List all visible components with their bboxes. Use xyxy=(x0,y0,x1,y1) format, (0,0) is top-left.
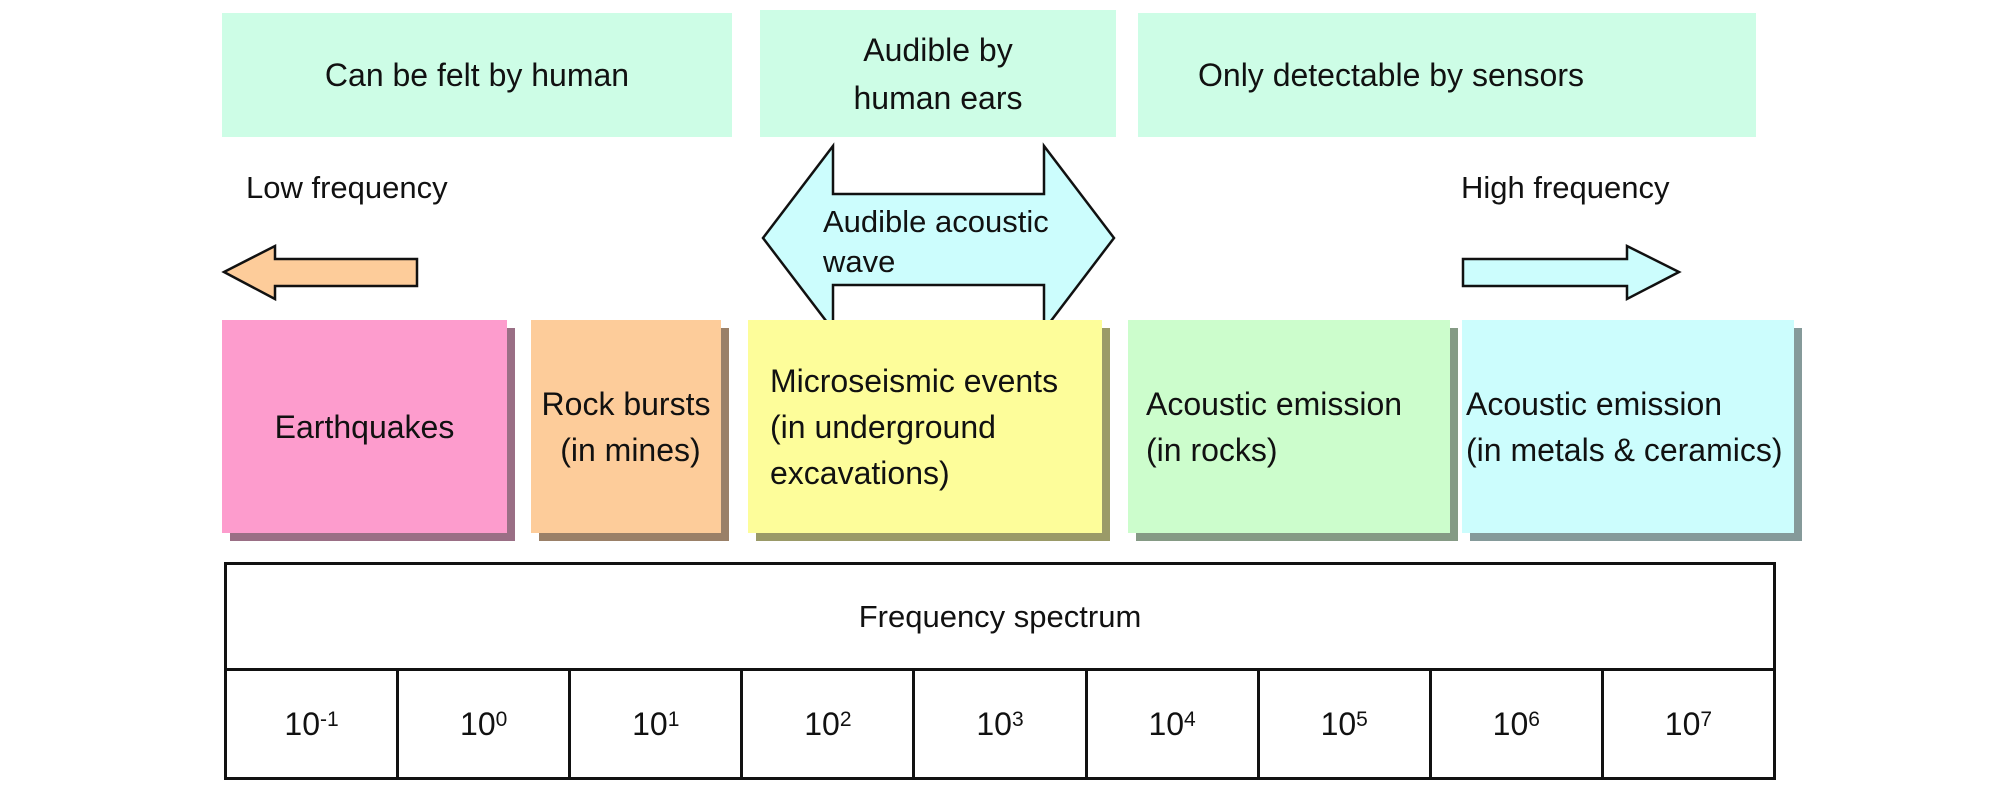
spectrum-cell-base: 10 xyxy=(1664,705,1701,742)
acoustic-rocks-box: Acoustic emission (in rocks) xyxy=(1128,320,1450,533)
spectrum-cell-base: 10 xyxy=(460,705,496,742)
spectrum-cell-exponent: 1 xyxy=(667,708,680,731)
high-frequency-arrow xyxy=(1461,243,1682,302)
spectrum-cell: 10-1 xyxy=(227,671,400,777)
audible-acoustic-wave-arrow xyxy=(761,142,1116,334)
audible-arrow-line-2: wave xyxy=(823,244,896,279)
spectrum-cell-base: 10 xyxy=(1320,705,1357,742)
earthquakes-label: Earthquakes xyxy=(274,408,455,445)
spectrum-cell-base: 10 xyxy=(632,705,668,742)
acoustic-metals-box: Acoustic emission (in metals & ceramics) xyxy=(1462,320,1794,533)
spectrum-cell-exponent: 6 xyxy=(1528,708,1540,731)
audible-arrow-line-1: Audible acoustic xyxy=(823,204,1049,239)
audible-arrow-label: Audible acoustic wave xyxy=(823,202,1049,282)
microseismic-line-3: excavations) xyxy=(770,454,950,491)
spectrum-cell-base: 10 xyxy=(976,705,1012,742)
earthquakes-box: Earthquakes xyxy=(222,320,507,533)
low-frequency-arrow xyxy=(221,243,419,302)
spectrum-cell-exponent: 3 xyxy=(1011,708,1024,731)
microseismic-line-1: Microseismic events xyxy=(770,362,1059,399)
spectrum-cell-exponent: -1 xyxy=(320,708,339,731)
rock-bursts-line-2: (in mines) xyxy=(551,431,701,468)
spectrum-cell-exponent: 0 xyxy=(495,708,508,731)
rock-bursts-line-1: Rock bursts xyxy=(541,385,711,422)
acoustic-rocks-line-1: Acoustic emission xyxy=(1146,385,1403,422)
banner-audible-by-human: Audible by human ears xyxy=(760,10,1116,137)
spectrum-cell-exponent: 2 xyxy=(839,708,852,731)
high-frequency-label: High frequency xyxy=(1461,170,1670,205)
spectrum-cell-base: 10 xyxy=(1148,705,1185,742)
banner-only-sensors: Only detectable by sensors xyxy=(1138,13,1756,137)
spectrum-cell-base: 10 xyxy=(284,705,320,742)
banner-felt-line-1: Can be felt by human xyxy=(324,57,630,93)
acoustic-metals-line-1: Acoustic emission xyxy=(1466,385,1723,422)
banner-felt-by-human: Can be felt by human xyxy=(222,13,732,137)
microseismic-box: Microseismic events (in underground exca… xyxy=(748,320,1102,533)
rock-bursts-box: Rock bursts (in mines) xyxy=(531,320,721,533)
banner-audible-line-2: human ears xyxy=(853,79,1023,116)
banner-audible-line-1: Audible by xyxy=(863,31,1013,68)
spectrum-cell-base: 10 xyxy=(1492,705,1529,742)
acoustic-metals-line-2: (in metals & ceramics) xyxy=(1466,431,1783,468)
banner-sensors-line-1: Only detectable by sensors xyxy=(1198,57,1584,93)
spectrum-cell-base: 10 xyxy=(804,705,840,742)
acoustic-rocks-line-2: (in rocks) xyxy=(1146,431,1278,468)
spectrum-cell-exponent: 7 xyxy=(1700,708,1713,731)
low-frequency-label: Low frequency xyxy=(246,170,448,205)
spectrum-cell-exponent: 4 xyxy=(1184,708,1196,731)
spectrum-cell-exponent: 5 xyxy=(1356,708,1368,731)
microseismic-line-2: (in underground xyxy=(770,408,996,445)
frequency-spectrum-title: Frequency spectrum xyxy=(227,565,1773,671)
